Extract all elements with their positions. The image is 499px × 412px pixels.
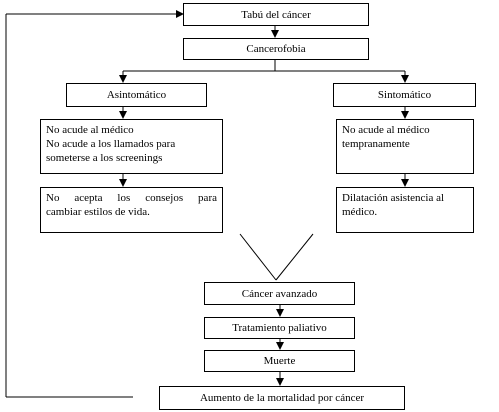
- line-converge-left: [239, 233, 277, 281]
- tratamiento-paliativo-label: Tratamiento paliativo: [232, 322, 327, 334]
- box-aumento-mortalidad: Aumento de la mortalidad por cáncer: [159, 386, 405, 410]
- box-tratamiento-paliativo: Tratamiento paliativo: [204, 317, 355, 339]
- box-sintomatico-detail: No acude al médico tempranamente: [336, 119, 474, 174]
- cancerofobia-label: Cancerofobia: [246, 43, 306, 55]
- sintomatico-detail-line-2: tempranamente: [342, 138, 410, 150]
- sintomatico-dilation-line-2: médico.: [342, 206, 378, 218]
- box-muerte: Muerte: [204, 350, 355, 372]
- tabu-label: Tabú del cáncer: [241, 8, 311, 21]
- sintomatico-dilation-line-1: Dilatación asistencia al: [342, 192, 445, 204]
- sintomatico-label: Sintomático: [377, 89, 432, 101]
- asintomatico-detail-line-3: someterse a los screenings: [46, 152, 163, 164]
- asintomatico-detail-line-1: No acude al médico: [46, 124, 134, 136]
- box-cancer-avanzado: Cáncer avanzado: [204, 282, 355, 305]
- asintomatico-detail-line-2: No acude a los llamados para: [46, 138, 176, 150]
- asintomatico-advice-line-2: cambiar estilos de vida.: [46, 206, 150, 218]
- box-asintomatico-detail: No acude al médico No acude a los llamad…: [40, 119, 223, 174]
- sintomatico-detail-line-1: No acude al médico: [342, 124, 430, 136]
- aumento-mortalidad-label: Aumento de la mortalidad por cáncer: [199, 392, 365, 404]
- asintomatico-advice-line-1: No acepta los consejos para: [46, 192, 217, 204]
- box-asintomatico-advice: No acepta los consejos para cambiar esti…: [40, 187, 223, 233]
- box-cancerofobia: Cancerofobia: [183, 38, 369, 60]
- cancer-avanzado-label: Cáncer avanzado: [241, 287, 318, 300]
- box-tabu-del-cancer: Tabú del cáncer: [183, 3, 369, 26]
- box-sintomatico-dilation: Dilatación asistencia al médico.: [336, 187, 474, 233]
- box-sintomatico: Sintomático: [333, 83, 476, 107]
- line-converge-right: [275, 233, 314, 281]
- muerte-label: Muerte: [263, 355, 296, 367]
- box-asintomatico: Asintomático: [66, 83, 207, 107]
- asintomatico-label: Asintomático: [106, 89, 167, 101]
